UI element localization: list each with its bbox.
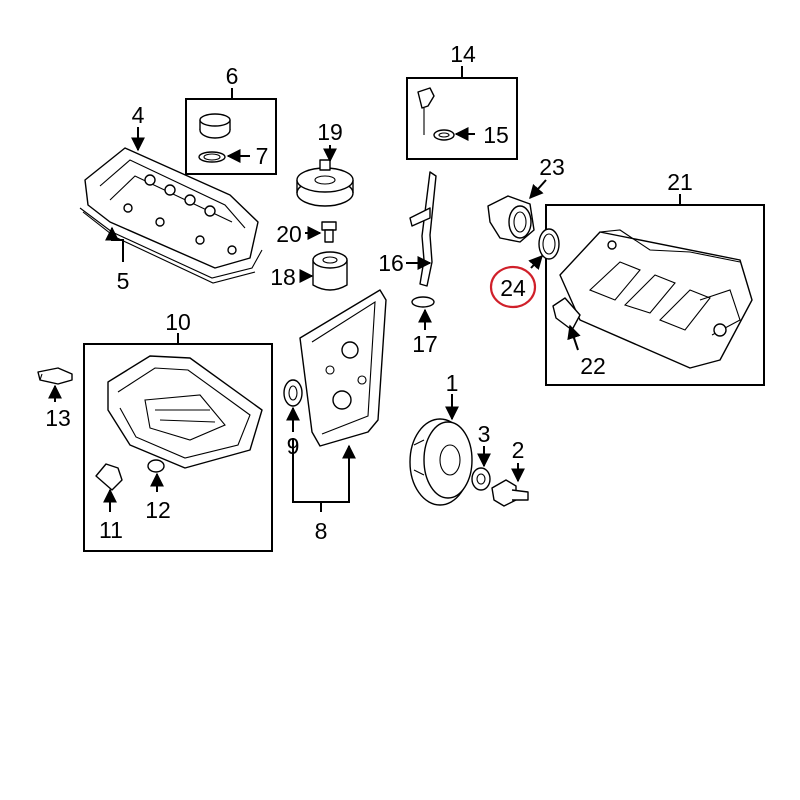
intake-manifold-part — [559, 229, 753, 369]
crankshaft-pulley-part — [409, 418, 473, 506]
front-seal-part — [283, 379, 303, 407]
leader-lines — [48, 66, 681, 512]
callout-3: 3 — [478, 421, 491, 447]
callout-6: 6 — [226, 63, 239, 89]
valve-cover-gasket-part — [79, 207, 263, 284]
callout-10: 10 — [165, 309, 191, 335]
timing-cover-part — [299, 289, 387, 447]
callout-12: 12 — [145, 497, 171, 523]
throttle-body-gasket-part — [538, 228, 560, 260]
callout-4: 4 — [132, 102, 145, 128]
callout-24: 24 — [500, 275, 526, 301]
callout-23: 23 — [539, 154, 565, 180]
drain-plug-gasket-part — [147, 459, 165, 473]
callout-1: 1 — [446, 370, 459, 396]
dipstick-handle-part — [417, 87, 435, 135]
intake-manifold-gasket-part — [552, 297, 581, 331]
callout-21: 21 — [667, 169, 693, 195]
highlight-circle-24 — [489, 265, 537, 309]
callout-9: 9 — [287, 433, 300, 459]
dipstick-o-ring-part — [433, 129, 455, 141]
callout-2: 2 — [512, 437, 525, 463]
drain-plug-part — [95, 463, 123, 491]
callout-5: 5 — [117, 268, 130, 294]
callout-7: 7 — [256, 143, 269, 169]
callout-17: 17 — [412, 331, 438, 357]
callout-15: 15 — [483, 122, 509, 148]
callout-20: 20 — [276, 221, 302, 247]
callout-16: 16 — [378, 250, 404, 276]
oil-level-sensor-part — [37, 367, 73, 385]
callout-8: 8 — [315, 518, 328, 544]
oil-cooler-part — [296, 159, 354, 207]
dipstick-tube-part — [409, 171, 437, 287]
intake-manifold-group-box — [545, 204, 765, 386]
callout-19: 19 — [317, 119, 343, 145]
pulley-bolt-part — [491, 479, 529, 507]
oil-filter-part — [312, 251, 348, 291]
callout-18: 18 — [270, 264, 296, 290]
oil-filler-cap-part — [199, 113, 231, 139]
throttle-body-part — [487, 195, 535, 243]
valve-cover-part — [84, 147, 259, 269]
callout-11: 11 — [99, 517, 123, 543]
oil-cap-gasket-part — [198, 151, 226, 163]
pulley-washer-part — [471, 467, 491, 491]
dipstick-tube-o-ring-part — [411, 296, 435, 308]
oil-filter-bolt-part — [321, 221, 337, 243]
callout-22: 22 — [580, 353, 606, 379]
callout-13: 13 — [45, 405, 71, 431]
callout-14: 14 — [450, 41, 476, 67]
oil-pan-part — [107, 355, 263, 469]
